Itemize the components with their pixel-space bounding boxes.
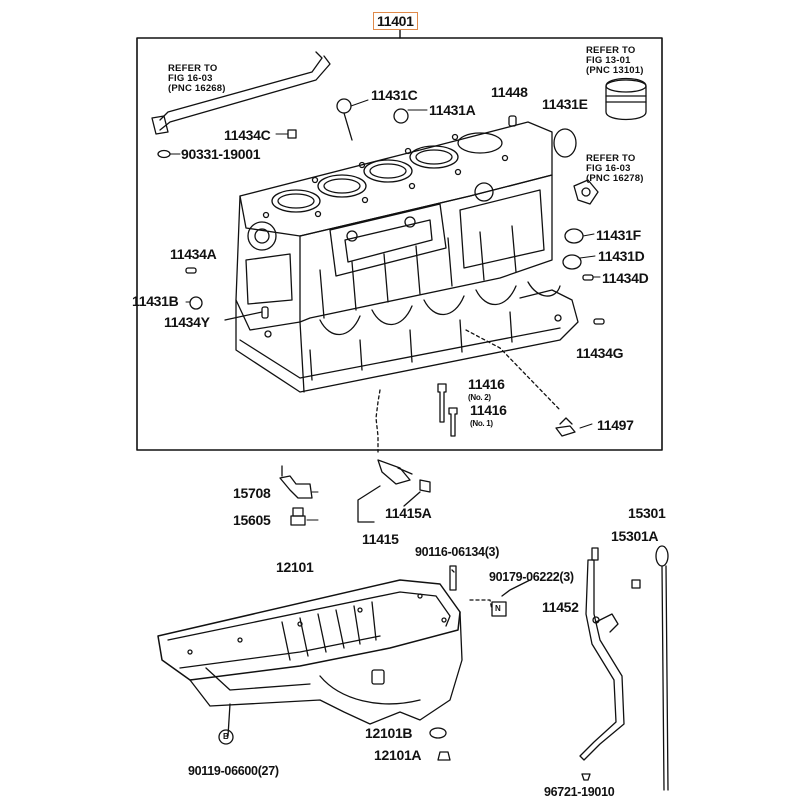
callout-11415: 11415 — [362, 531, 399, 547]
callout-15605: 15605 — [233, 512, 271, 528]
callout-90116-06134: 90116-06134(3) — [415, 545, 500, 559]
callout-11434D: 11434D — [602, 270, 649, 286]
callout-11431B: 11431B — [132, 293, 179, 309]
assembly-part-number: 11401 — [373, 12, 418, 30]
callout-11434C: 11434C — [224, 127, 271, 143]
frame-small-parts — [151, 51, 647, 453]
callout-11431F: 11431F — [596, 227, 641, 243]
callout-11434A: 11434A — [170, 246, 217, 262]
callout-11434Y: 11434Y — [164, 314, 210, 330]
callout-11431C: 11431C — [371, 87, 418, 103]
callout-90331-19001: 90331-19001 — [181, 146, 261, 162]
callout-11434G: 11434G — [576, 345, 624, 361]
callout-15301A: 15301A — [611, 528, 659, 544]
callout-90179-06222: 90179-06222(3) — [489, 570, 574, 584]
marker-b: B — [223, 732, 229, 741]
callout-15301: 15301 — [628, 505, 666, 521]
callout-12101: 12101 — [276, 559, 314, 575]
callout-12101A: 12101A — [374, 747, 422, 763]
callout-11415A: 11415A — [385, 505, 432, 521]
callout-11416-no1-note: (No. 1) — [470, 419, 493, 428]
callout-11416-no2-note: (No. 2) — [468, 393, 491, 402]
leader-lines — [169, 99, 601, 521]
refer-note-right-top: REFER TO FIG 13-01 (PNC 13101) — [586, 45, 644, 76]
callout-11452: 11452 — [542, 599, 579, 615]
callout-11431E: 11431E — [542, 96, 588, 112]
cylinder-block — [235, 121, 579, 393]
refer-note-left: REFER TO FIG 16-03 (PNC 16268) — [168, 63, 226, 94]
callout-15708: 15708 — [233, 485, 271, 501]
callout-90119-06600: 90119-06600(27) — [188, 764, 279, 778]
refer-note-right-mid: REFER TO FIG 16-03 (PNC 16278) — [586, 153, 644, 184]
callout-11448: 11448 — [491, 84, 528, 100]
callout-11497: 11497 — [597, 417, 634, 433]
callout-12101B: 12101B — [365, 725, 413, 741]
callout-11416-no1: 11416 — [470, 402, 507, 418]
callout-96721-19010: 96721-19010 — [544, 785, 615, 799]
callout-11431D: 11431D — [598, 248, 645, 264]
callout-11431A: 11431A — [429, 102, 476, 118]
callout-11416-no2: 11416 — [468, 376, 505, 392]
lower-parts — [157, 459, 669, 791]
marker-n: N — [495, 604, 501, 613]
